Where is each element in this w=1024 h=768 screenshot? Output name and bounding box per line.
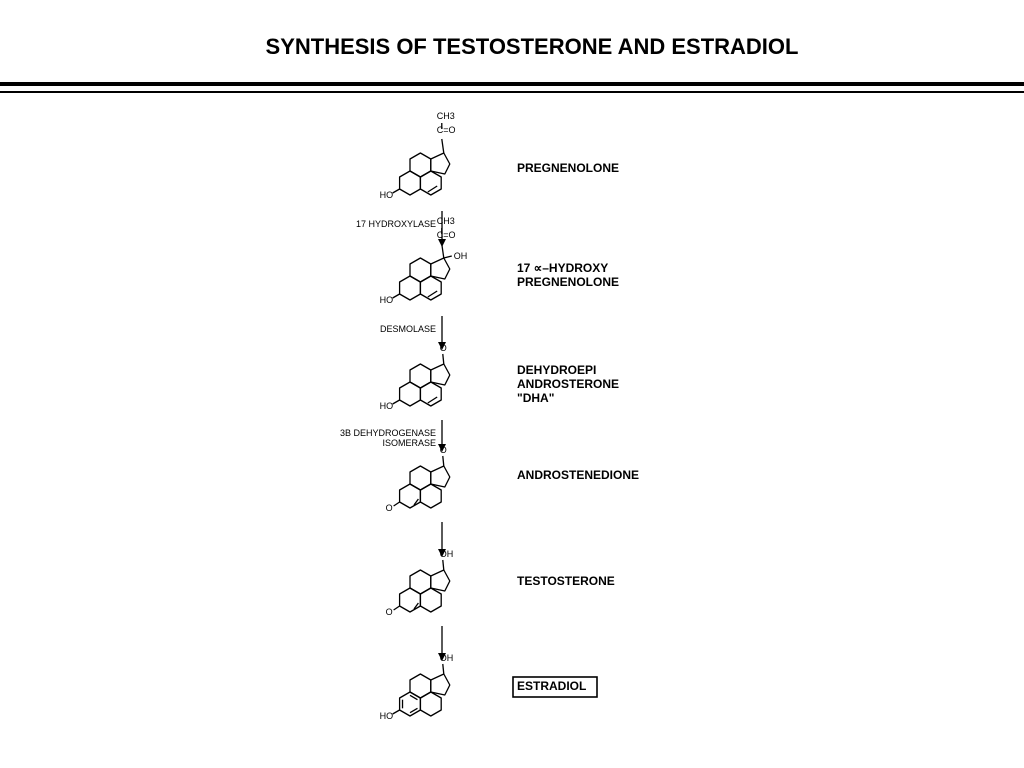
double-bond-2 <box>427 396 438 404</box>
compound-name-5: ESTRADIOL <box>512 676 598 698</box>
enzyme-label-1-0: DESMOLASE <box>380 324 436 334</box>
arrow-head-1 <box>438 342 446 350</box>
ring-d-4 <box>430 569 451 592</box>
compound-name-line-1-1: PREGNENOLONE <box>517 275 619 289</box>
keto17-label-2: O <box>440 343 447 353</box>
c3-bond-4 <box>393 605 400 611</box>
c17-bond-4 <box>442 559 445 571</box>
compound-name-0: PREGNENOLONE <box>517 161 619 175</box>
compound-name-line-1-0: 17 ∝–HYDROXY <box>517 261 608 275</box>
compound-4: O OH TESTOSTERONE <box>386 549 615 617</box>
title-divider-thick <box>0 82 1024 86</box>
enzyme-label-2-1: ISOMERASE <box>382 438 436 448</box>
ch3-label-0: CH3 <box>437 111 455 121</box>
oh17-label-5: OH <box>440 653 454 663</box>
compound-name-3: ANDROSTENEDIONE <box>517 468 639 482</box>
ring-d-0 <box>430 152 451 175</box>
reaction-step-4 <box>438 626 446 661</box>
carbonyl-label-0: C=O <box>437 125 456 135</box>
reaction-step-3 <box>438 522 446 557</box>
c3-bond-2 <box>392 399 400 405</box>
c17-bond-3 <box>442 455 445 467</box>
ring-d-2 <box>430 363 451 386</box>
oh17-label-1: OH <box>454 251 468 261</box>
c3-bond-3 <box>393 501 400 507</box>
arrow-head-0 <box>438 239 446 247</box>
c3-bond-1 <box>392 293 400 299</box>
ring-c-4 <box>409 569 432 595</box>
ring-c-1 <box>409 257 432 283</box>
oh17-label-4: OH <box>440 549 454 559</box>
compound-name-line-5-0: ESTRADIOL <box>517 679 586 693</box>
ring-d-3 <box>430 465 451 488</box>
compound-3: O O ANDROSTENEDIONE <box>386 445 639 513</box>
arrow-head-2 <box>438 444 446 452</box>
reaction-step-1: DESMOLASE <box>380 316 446 350</box>
hydroxyl-label-0: HO <box>380 190 394 200</box>
arrow-head-3 <box>438 549 446 557</box>
ring-d-5 <box>430 673 451 696</box>
highlight-box <box>512 676 598 698</box>
ch3-label-1: CH3 <box>437 216 455 226</box>
aromatic-bond-1 <box>409 707 418 714</box>
compound-name-4: TESTOSTERONE <box>517 574 615 588</box>
keto3-label-3: O <box>386 503 393 513</box>
compound-name-line-4-0: TESTOSTERONE <box>517 574 615 588</box>
double-bond-3 <box>413 498 419 506</box>
compound-name-line-2-2: "DHA" <box>517 391 554 405</box>
ring-d-1 <box>430 257 451 280</box>
c3-bond-5 <box>392 709 400 715</box>
aromatic-bond-0 <box>409 694 418 701</box>
page-title: SYNTHESIS OF TESTOSTERONE AND ESTRADIOL <box>265 34 799 59</box>
c17-oh-bond-1 <box>443 255 452 259</box>
hydroxyl-label-1: HO <box>380 295 394 305</box>
double-bond-1 <box>427 290 438 298</box>
enzyme-label-2-0: 3B DEHYDROGENASE <box>340 428 436 438</box>
c17-bond-2 <box>442 353 445 365</box>
hydroxyl-label-2: HO <box>380 401 394 411</box>
compound-name-line-0-0: PREGNENOLONE <box>517 161 619 175</box>
ring-c-2 <box>409 363 432 389</box>
enzyme-label-0-0: 17 HYDROXYLASE <box>356 219 436 229</box>
carbonyl-label-1: C=O <box>437 230 456 240</box>
double-bond-4 <box>413 602 419 610</box>
ring-c-0 <box>409 152 432 178</box>
keto3-label-4: O <box>386 607 393 617</box>
ring-c-3 <box>409 465 432 491</box>
c3-bond-0 <box>392 188 400 194</box>
title-divider-thin <box>0 91 1024 93</box>
compound-name-line-3-0: ANDROSTENEDIONE <box>517 468 639 482</box>
compound-name-line-2-0: DEHYDROEPI <box>517 363 596 377</box>
compound-5: HO OH ESTRADIOL <box>380 653 598 721</box>
keto17-label-3: O <box>440 445 447 455</box>
arrow-head-4 <box>438 653 446 661</box>
side-chain-bond-0 <box>441 138 445 154</box>
ring-c-5 <box>409 673 432 699</box>
c17-bond-5 <box>442 663 445 675</box>
double-bond-0 <box>427 185 438 193</box>
compound-name-line-2-1: ANDROSTERONE <box>517 377 619 391</box>
reaction-step-0: 17 HYDROXYLASE <box>356 211 446 247</box>
hydroxyl-label-5: HO <box>380 711 394 721</box>
